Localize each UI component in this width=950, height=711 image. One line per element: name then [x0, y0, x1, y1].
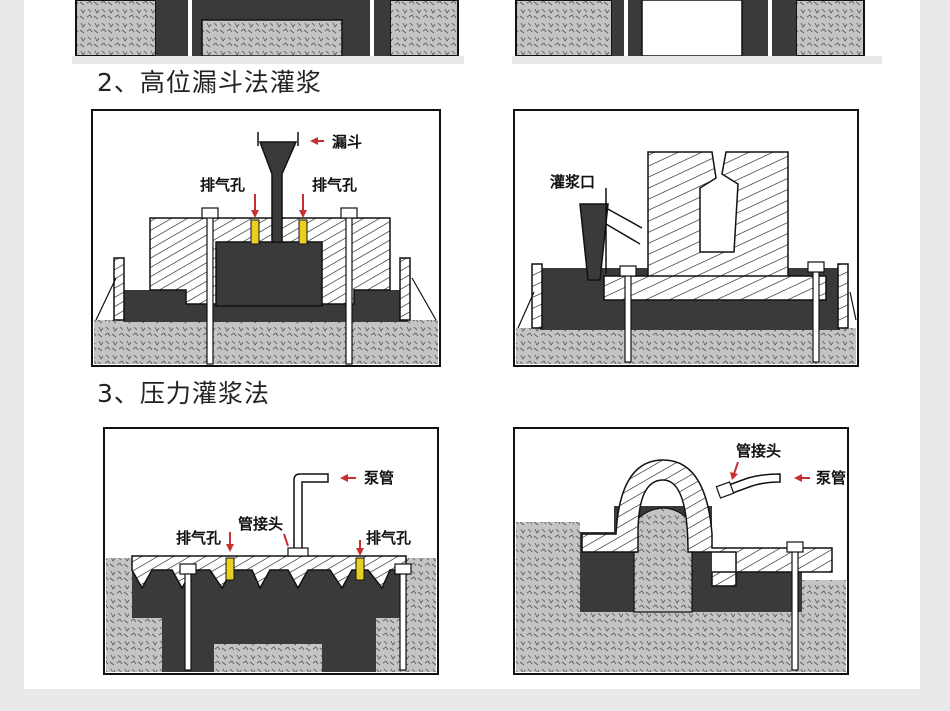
- vent-marker-right: [355, 557, 365, 581]
- equipment-plate: [131, 555, 407, 590]
- vent-marker-left: [225, 557, 235, 581]
- content-card: 2、高位漏斗法灌浆: [24, 0, 920, 689]
- diagram-funnel-method: 漏斗 排气孔 排气孔: [91, 109, 441, 367]
- top-figure-left: [72, 0, 464, 64]
- diagram-grout-inlet: 灌浆口: [513, 109, 859, 367]
- vent-marker-left: [250, 219, 260, 245]
- diagram-pressure-arch: 管接头 泵管: [513, 427, 849, 675]
- label-pipe-joint: 管接头: [736, 442, 781, 460]
- section-heading-pressure: 3、压力灌浆法: [97, 379, 270, 408]
- top-figure-right: [512, 0, 882, 64]
- label-pump-pipe: 泵管: [816, 469, 846, 487]
- label-vent-right: 排气孔: [312, 176, 357, 194]
- label-vent-left: 排气孔: [176, 529, 221, 547]
- label-pump-pipe: 泵管: [364, 469, 394, 487]
- label-grout-inlet: 灌浆口: [550, 173, 595, 191]
- pump-pipe-shape: [724, 473, 781, 495]
- label-vent-left: 排气孔: [200, 176, 245, 194]
- grout-inlet-shape: [579, 203, 609, 281]
- funnel-shape: [258, 141, 298, 243]
- pump-pipe-shape: [293, 473, 329, 551]
- arch-equipment: [581, 459, 833, 587]
- diagram-pressure-method: 泵管 管接头 排气孔 排气孔: [103, 427, 439, 675]
- label-funnel: 漏斗: [332, 133, 362, 151]
- section-heading-high-funnel: 2、高位漏斗法灌浆: [97, 68, 322, 97]
- label-pipe-joint: 管接头: [238, 515, 283, 533]
- vent-marker-right: [298, 219, 308, 245]
- label-vent-right: 排气孔: [366, 529, 411, 547]
